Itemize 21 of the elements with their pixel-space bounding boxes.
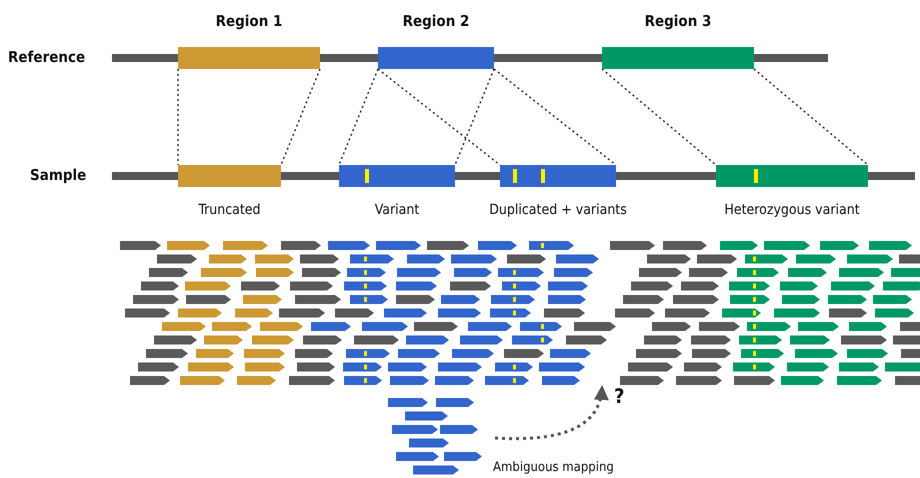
dotted-connector-line [494, 68, 616, 166]
sample-caption: Truncated [198, 202, 261, 218]
dotted-connector-line [338, 68, 379, 166]
annotation-text: Ambiguous mapping [493, 460, 614, 475]
sample-caption: Variant [374, 202, 420, 218]
dotted-connector-line [378, 68, 500, 166]
dotted-connector-line [602, 68, 716, 166]
dotted-connector-line [454, 68, 495, 166]
region-heading: Region 2 [402, 12, 470, 30]
dotted-connector-line [754, 68, 868, 166]
sample-caption: Duplicated + variants [489, 202, 627, 218]
dotted-connector-line [177, 69, 179, 165]
row-label: Reference [8, 48, 86, 66]
row-label: Sample [30, 166, 86, 184]
sequencing-reads-drawing [120, 241, 616, 385]
dotted-connector-line [280, 68, 321, 166]
region-heading: Region 1 [216, 12, 282, 30]
question-mark: ? [614, 384, 624, 408]
dotted-arrow [494, 385, 608, 440]
region-heading: Region 3 [644, 12, 712, 30]
sample-caption: Heterozygous variant [724, 202, 860, 218]
